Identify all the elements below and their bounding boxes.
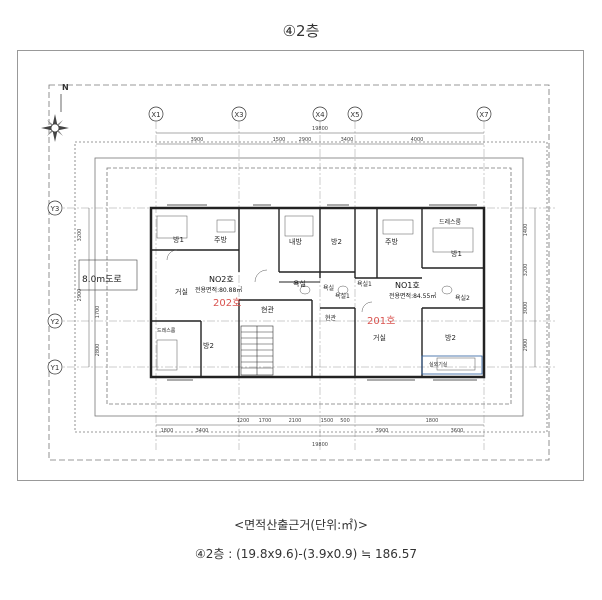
grid-label-x5: X5 (350, 111, 359, 119)
grid-label-x1: X1 (151, 111, 160, 119)
dimensions-left: 3200 2900 1700 2800 (77, 208, 101, 367)
room-label: 현관 (325, 314, 337, 322)
dim-right-seg: 3000 (523, 302, 529, 315)
dimensions-top: 19800 3900 1500 2900 3400 4000 (156, 126, 484, 145)
room-label: 방2 (445, 333, 456, 342)
dim-bottom-seg: 1700 (259, 418, 272, 424)
grid-label-x3: X3 (234, 111, 243, 119)
room-label: 방2 (203, 341, 214, 350)
room-label: 거실 (175, 287, 188, 296)
dim-bottom-seg: 500 (340, 418, 350, 424)
grid-label-y2: Y2 (50, 318, 60, 326)
dim-top-seg: 4000 (411, 137, 424, 143)
room-label: 욕실 (293, 279, 306, 288)
dim-bottom-total: 19800 (312, 442, 328, 448)
room-label: 주방 (214, 235, 227, 244)
dim-bottom-seg: 3600 (451, 428, 464, 434)
unit-201-area: 전용면적:84.55㎡ (389, 292, 436, 300)
unit-201-rooms: 방1 주방 거실 방2 욕실1 욕실2 현관 드레스룸 실외기실 (325, 218, 470, 368)
grid-label-y1: Y1 (50, 364, 60, 372)
room-label: 현관 (261, 305, 274, 314)
unit-202-annotation: 202호 (213, 297, 241, 309)
road-label: 8.0m도로 (82, 275, 122, 285)
room-label: 욕실2 (455, 294, 470, 302)
dim-right-seg: 1400 (523, 224, 529, 237)
dim-left-seg: 2900 (77, 289, 83, 302)
room-label: 방1 (173, 235, 184, 244)
grid-axis-top: X1 X3 X4 X5 X7 (148, 106, 492, 122)
room-label: 욕실 (323, 284, 334, 292)
stairs (240, 325, 274, 376)
dim-top-total: 19800 (312, 126, 328, 132)
boundary-lines (48, 84, 550, 461)
building-walls (149, 206, 486, 379)
north-arrow-icon (41, 114, 69, 142)
dim-right-seg: 3200 (523, 264, 529, 277)
dim-left-seg: 2800 (95, 344, 101, 357)
grid-axis-left: Y3 Y2 Y1 (47, 200, 63, 375)
unit-202-rooms: 방1 주방 거실 방2 욕실 현관 드레스룸 (157, 235, 306, 350)
dim-bottom-seg: 1200 (237, 418, 250, 424)
unit-202-area: 전용면적:80.88㎡ (195, 286, 242, 294)
dim-bottom-seg: 3400 (196, 428, 209, 434)
grid-label-x7: X7 (479, 111, 488, 119)
room-label: 방1 (451, 249, 462, 258)
floor-plan: N X1 X3 X4 X5 X7 Y3 Y2 Y1 19800 3900 (41, 83, 557, 461)
dim-right-seg: 2900 (523, 339, 529, 352)
dim-bottom-seg: 2100 (289, 418, 302, 424)
grid-label-x4: X4 (315, 111, 325, 119)
room-label: 실외기실 (429, 361, 448, 368)
room-label: 욕실1 (357, 280, 372, 288)
dim-top-seg: 1500 (273, 137, 286, 143)
floor-plan-frame (17, 50, 584, 481)
unit-201-annotation: 201호 (367, 315, 395, 327)
dimensions-bottom: 1800 3400 1200 1700 2100 1500 500 3900 1… (156, 418, 484, 448)
fixtures (156, 215, 476, 371)
center-rooms: 내방 방2 욕실 욕실1 (289, 237, 350, 300)
page-title: ④2층 (282, 22, 320, 40)
unit-202-name: NO2호 (209, 275, 234, 284)
dim-top-seg: 3400 (341, 137, 354, 143)
dim-top-seg: 3900 (191, 137, 204, 143)
room-label: 내방 (289, 237, 302, 246)
dim-top-seg: 2900 (299, 137, 312, 143)
windows (167, 204, 477, 381)
dim-bottom-seg: 1800 (161, 428, 174, 434)
area-formula: ④2층 : (19.8x9.6)-(3.9x0.9) ≒ 186.57 (195, 547, 418, 561)
dim-left-seg: 1700 (95, 306, 101, 319)
grid-label-y3: Y3 (50, 205, 60, 213)
dimensions-right: 1400 3200 3000 2900 (523, 208, 536, 367)
room-label: 드레스룸 (439, 218, 462, 226)
dim-bottom-seg: 1500 (321, 418, 334, 424)
area-basis-caption: <면적산출근거(단위:㎡)> (234, 518, 368, 532)
room-label: 드레스룸 (157, 327, 176, 334)
excluded-area-outline (421, 355, 483, 375)
room-label: 욕실1 (335, 292, 350, 300)
dim-bottom-seg: 1800 (426, 418, 439, 424)
north-label: N (62, 83, 69, 92)
room-label: 방2 (331, 237, 342, 246)
dim-left-seg: 3200 (77, 229, 83, 242)
unit-201-name: NO1호 (395, 281, 420, 290)
dim-bottom-seg: 3900 (376, 428, 389, 434)
room-label: 주방 (385, 237, 398, 246)
room-label: 거실 (373, 333, 386, 342)
